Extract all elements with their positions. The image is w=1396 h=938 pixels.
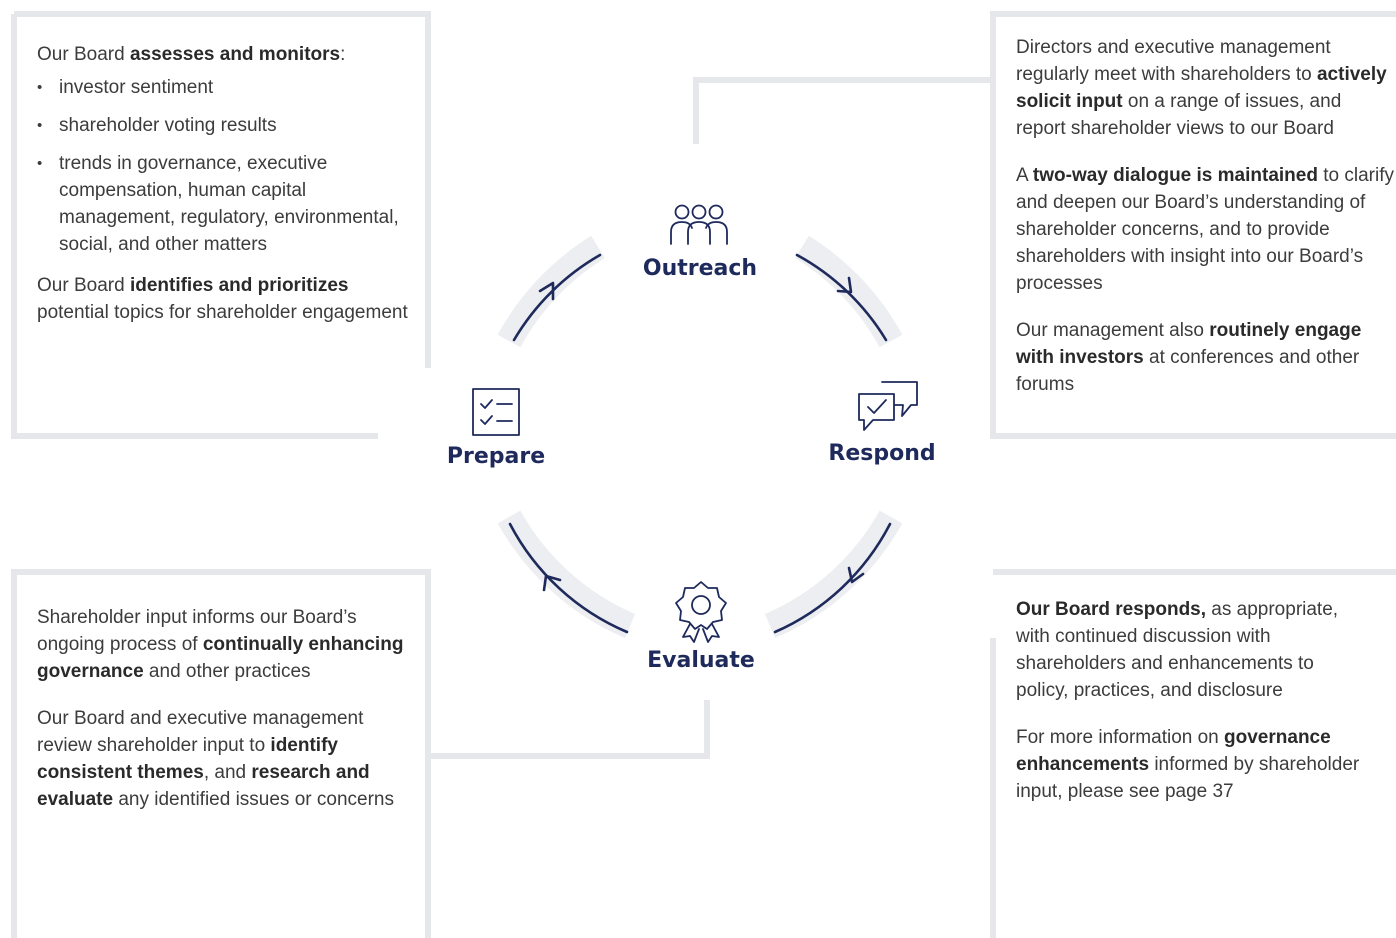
ring-segment-bottom-left	[497, 510, 636, 638]
arrow-respond-to-evaluate	[773, 522, 892, 634]
evaluate-paragraph-1: Shareholder input informs our Board’s on…	[37, 607, 404, 682]
stage-label-evaluate: Evaluate	[647, 648, 755, 673]
award-ribbon-icon	[675, 581, 727, 643]
arrow-evaluate-to-prepare	[508, 522, 629, 634]
outreach-box-text: Directors and executive management regul…	[1016, 34, 1394, 398]
evaluate-connector	[428, 700, 710, 759]
prepare-paragraph: Our Board identifies and prioritizes pot…	[37, 275, 408, 323]
evaluate-box-text: Shareholder input informs our Board’s on…	[37, 604, 417, 813]
prepare-intro: Our Board assesses and monitors:	[37, 44, 346, 65]
arrowhead-outreach-to-respond	[836, 276, 853, 294]
arrowhead-evaluate-to-prepare	[542, 574, 562, 592]
list-item: investor sentiment	[37, 74, 417, 101]
checklist-icon	[472, 388, 520, 436]
outreach-paragraph-1: Directors and executive management regul…	[1016, 37, 1387, 139]
respond-box-frame	[990, 569, 1396, 938]
respond-box-text: Our Board responds, as appropriate, with…	[1016, 596, 1366, 805]
evaluate-paragraph-2: Our Board and executive management revie…	[37, 708, 394, 810]
respond-paragraph-1: Our Board responds, as appropriate, with…	[1016, 599, 1339, 701]
stage-label-prepare: Prepare	[446, 444, 546, 469]
arrowhead-respond-to-evaluate	[847, 566, 865, 584]
stage-label-outreach: Outreach	[642, 256, 758, 281]
stage-label-respond: Respond	[828, 441, 936, 466]
prepare-box-frame	[11, 11, 431, 439]
outreach-paragraph-2: A two-way dialogue is maintained to clar…	[1016, 165, 1394, 294]
ring-segment-top-left	[497, 235, 606, 348]
outreach-paragraph-3: Our management also routinely engage wit…	[1016, 320, 1362, 395]
list-item: shareholder voting results	[37, 112, 417, 139]
prepare-bullet-list: investor sentiment shareholder voting re…	[37, 74, 417, 258]
chat-bubbles-check-icon	[858, 381, 918, 431]
arrowhead-prepare-to-outreach	[538, 281, 555, 301]
arrow-prepare-to-outreach	[512, 253, 602, 342]
prepare-box-text: Our Board assesses and monitors: investo…	[37, 41, 417, 326]
ring-segment-bottom-right	[764, 510, 903, 638]
ring-segment-top-right	[794, 235, 903, 348]
outreach-box-frame	[693, 11, 1396, 439]
people-group-icon	[670, 204, 728, 245]
list-item: trends in governance, executive compensa…	[37, 150, 417, 258]
respond-paragraph-2: For more information on governance enhan…	[1016, 727, 1360, 802]
